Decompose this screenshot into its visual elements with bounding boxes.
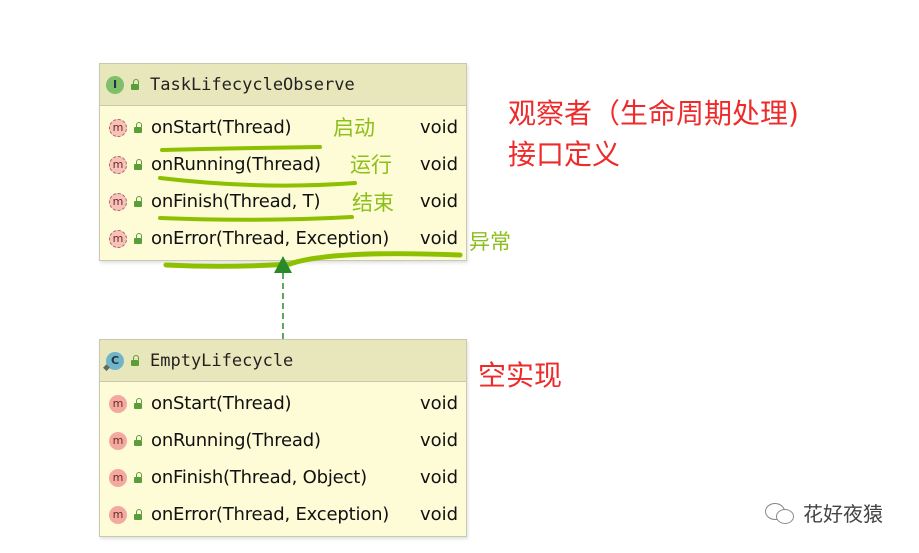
method-return-type: void [420, 467, 459, 488]
class-method-list: m onStart(Thread) void m onRunning(Threa… [100, 382, 466, 536]
public-lock-icon [133, 158, 143, 171]
method-icon-letter: m [112, 397, 124, 410]
method-signature: onRunning(Thread) [151, 430, 321, 451]
class-box: C ◆ EmptyLifecycle m onStart(Thread) voi… [99, 339, 467, 537]
class-method-row: m onError(Thread, Exception) void [100, 496, 466, 533]
annotation-running: 运行 [350, 153, 392, 177]
method-icon: m [109, 468, 127, 487]
method-signature: onError(Thread, Exception) [151, 228, 390, 249]
method-return-type: void [420, 154, 459, 175]
method-signature: onError(Thread, Exception) [151, 504, 390, 525]
method-icon-letter: m [112, 508, 124, 521]
annotation-start: 启动 [333, 116, 375, 140]
method-icon-letter: m [112, 195, 124, 208]
public-lock-icon [133, 471, 143, 484]
method-signature: onFinish(Thread, Object) [151, 467, 367, 488]
annotation-empty-impl: 空实现 [478, 359, 563, 392]
interface-box: I TaskLifecycleObserve m onStart(Thread)… [99, 63, 467, 261]
public-lock-icon [133, 232, 143, 245]
method-icon-letter: m [112, 471, 124, 484]
method-return-type: void [420, 393, 459, 414]
public-lock-icon [130, 78, 140, 91]
interface-method-list: m onStart(Thread) void m onRunning(Threa… [100, 106, 466, 260]
public-lock-icon [130, 354, 140, 367]
interface-icon-letter: I [112, 78, 118, 91]
public-lock-icon [133, 434, 143, 447]
interface-method-row: m onFinish(Thread, T) void [100, 183, 466, 220]
abstract-method-icon: m [109, 192, 127, 211]
method-return-type: void [420, 117, 459, 138]
method-return-type: void [420, 504, 459, 525]
public-lock-icon [133, 508, 143, 521]
method-icon-letter: m [112, 232, 124, 245]
public-lock-icon [133, 121, 143, 134]
method-icon: m [109, 505, 127, 524]
abstract-method-icon: m [109, 118, 127, 137]
method-icon-letter: m [112, 434, 124, 447]
abstract-method-icon: m [109, 229, 127, 248]
method-icon: m [109, 431, 127, 450]
class-method-row: m onFinish(Thread, Object) void [100, 459, 466, 496]
abstract-method-icon: m [109, 155, 127, 174]
method-signature: onStart(Thread) [151, 393, 292, 414]
annotation-finish: 结束 [352, 191, 394, 215]
interface-header: I TaskLifecycleObserve [100, 64, 466, 106]
class-icon-letter: C [110, 354, 120, 367]
class-method-row: m onRunning(Thread) void [100, 422, 466, 459]
public-lock-icon [133, 397, 143, 410]
class-method-row: m onStart(Thread) void [100, 385, 466, 422]
method-icon-letter: m [112, 121, 124, 134]
watermark: 花好夜猿 [765, 498, 883, 527]
interface-method-row: m onError(Thread, Exception) void [100, 220, 466, 257]
class-title: EmptyLifecycle [150, 350, 294, 371]
watermark-text: 花好夜猿 [803, 502, 883, 526]
class-header: C ◆ EmptyLifecycle [100, 340, 466, 382]
class-icon: C ◆ [103, 351, 124, 373]
method-return-type: void [420, 191, 459, 212]
method-signature: onRunning(Thread) [151, 154, 321, 175]
method-return-type: void [420, 228, 459, 249]
interface-icon: I [106, 75, 124, 94]
public-lock-icon [133, 195, 143, 208]
method-signature: onFinish(Thread, T) [151, 191, 321, 212]
method-icon: m [109, 394, 127, 413]
interface-title: TaskLifecycleObserve [150, 74, 355, 95]
wechat-icon [765, 501, 797, 525]
annotation-observer-line2: 接口定义 [508, 138, 621, 171]
method-return-type: void [420, 430, 459, 451]
method-signature: onStart(Thread) [151, 117, 292, 138]
implements-marker-icon: ◆ [103, 362, 110, 373]
interface-method-row: m onStart(Thread) void [100, 109, 466, 146]
method-icon-letter: m [112, 158, 124, 171]
interface-method-row: m onRunning(Thread) void [100, 146, 466, 183]
annotation-error: 异常 [469, 230, 511, 254]
annotation-observer-line1: 观察者（生命周期处理) [508, 97, 799, 130]
